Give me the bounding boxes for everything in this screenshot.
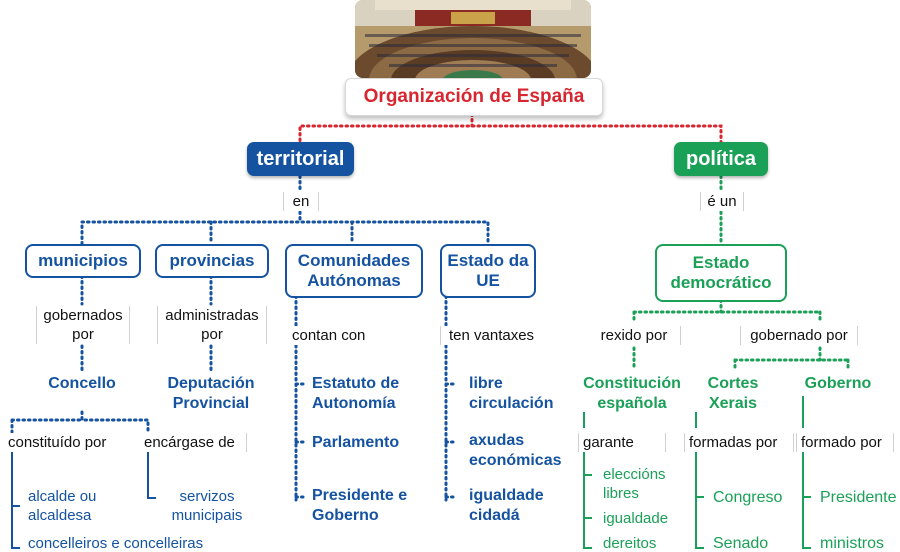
concept-concello: Concello: [48, 375, 116, 392]
link-encargase-de: encárgase de: [140, 433, 247, 452]
node-estado-democratico: Estado democrático: [655, 244, 787, 302]
parliament-image: [355, 0, 591, 78]
concept-axudas: axudas económicas: [469, 432, 562, 469]
concept-goberno: Goberno: [804, 375, 872, 392]
node-estado-ue: Estado da UE: [440, 244, 536, 298]
link-rexido-por: rexido por: [588, 326, 681, 345]
concept-igualdade-cidada: igualdade cidadá: [469, 487, 544, 524]
parliament-photo: [355, 0, 591, 78]
link-contan-con: contan con: [288, 326, 378, 345]
concept-congreso: Congreso: [713, 489, 783, 506]
concept-alcalde: alcalde ou alcaldesa: [28, 488, 97, 524]
concept-dereitos: dereitos: [603, 535, 657, 552]
concept-servizos: servizos municipais: [171, 488, 243, 524]
link-e-un: é un: [700, 192, 744, 211]
node-municipios: municipios: [25, 244, 141, 278]
concept-presidente: Presidente: [820, 489, 897, 506]
concept-parlamento: Parlamento: [312, 434, 400, 451]
concept-deputacion: Deputación Provincial: [167, 375, 255, 412]
link-formado-por: formado por: [796, 433, 894, 452]
link-administradas-por: administradas por: [157, 306, 267, 344]
link-en: en: [283, 192, 319, 211]
concept-cortes: Cortes Xerais: [707, 375, 759, 412]
link-garante: garante: [578, 433, 666, 452]
node-provincias: provincias: [155, 244, 269, 278]
link-ten-vantaxes: ten vantaxes: [440, 326, 553, 345]
concept-constitucion: Constitución española: [583, 375, 681, 412]
map-title: Organización de España: [345, 78, 603, 116]
concept-ministros: ministros: [820, 535, 885, 552]
concept-libre-circulacion: libre circulación: [469, 375, 554, 412]
concept-presidente-goberno: Presidente e Goberno: [312, 487, 408, 524]
concept-estatuto: Estatuto de Autonomía: [312, 375, 400, 412]
link-formadas-por: formadas por: [684, 433, 794, 452]
link-gobernados-por: gobernados por: [36, 306, 130, 344]
link-gobernado-por: gobernado por: [740, 326, 858, 345]
concept-igualdade: igualdade: [603, 510, 669, 527]
node-comunidades: Comunidades Autónomas: [285, 244, 423, 298]
concept-senado: Senado: [713, 535, 769, 552]
concept-concelleiros: concelleiros e concelleiras: [28, 535, 204, 552]
politica-header: política: [674, 142, 768, 176]
concept-eleccions: eleccións libres: [603, 466, 666, 502]
territorial-header: territorial: [247, 142, 354, 176]
link-constituido-por: constituído por: [4, 433, 140, 452]
